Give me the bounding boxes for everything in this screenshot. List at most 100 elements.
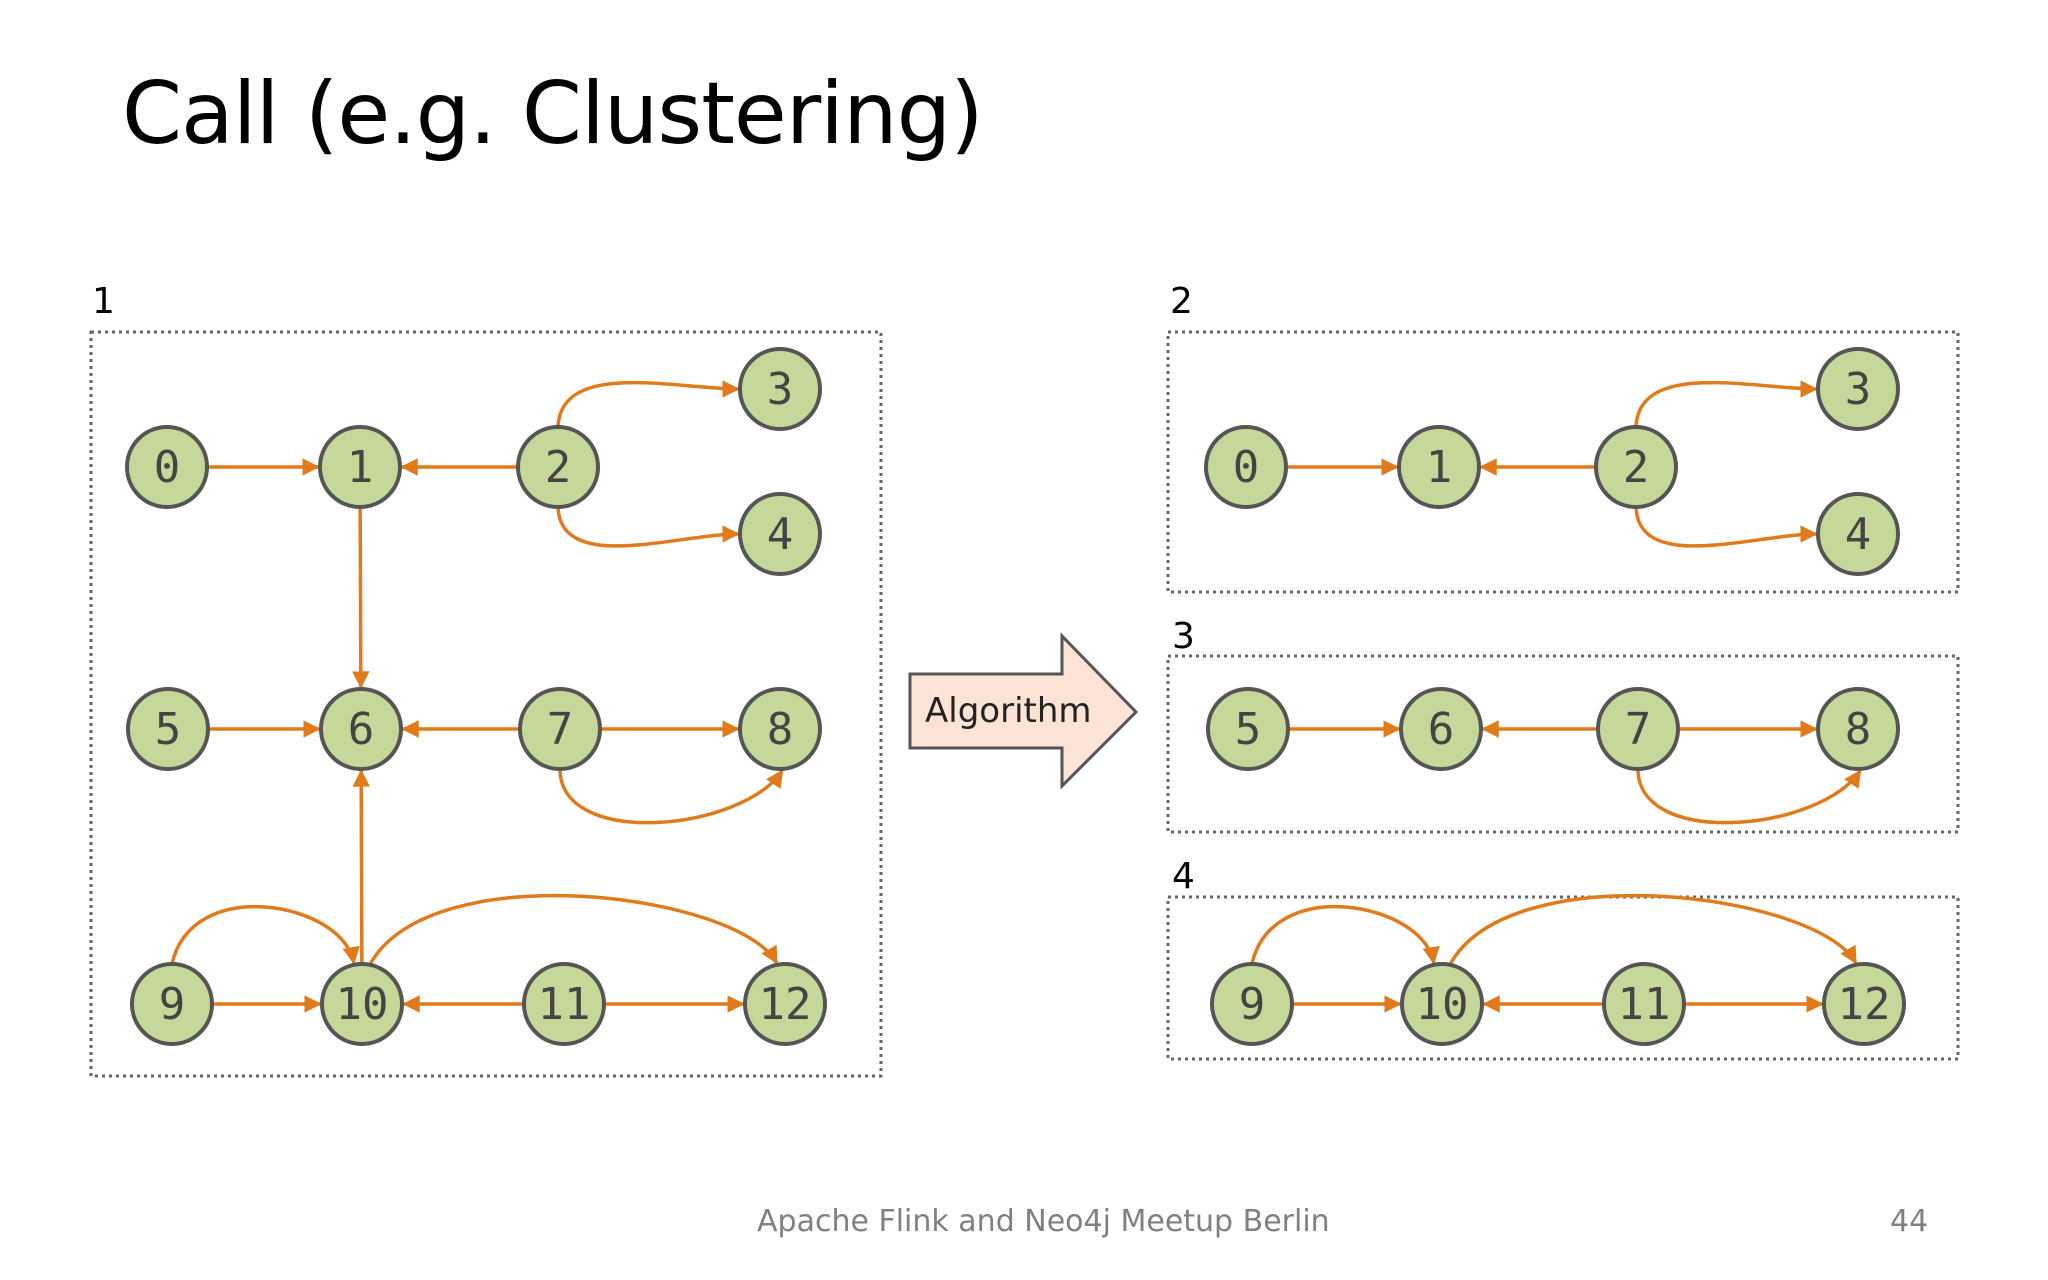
cluster-3-node-6: 6 (1399, 687, 1483, 771)
panel-2-box (1166, 330, 1960, 594)
input-edge-1-to-6 (352, 506, 370, 689)
cluster-4-node-10: 10 (1400, 962, 1484, 1046)
input-node-3-circle (738, 347, 822, 431)
cluster-4-node-10-label: 10 (1416, 979, 1469, 1030)
cluster-2-node-1-circle (1397, 425, 1481, 509)
input-node-9-circle (130, 962, 214, 1046)
input-node-4-label: 4 (767, 509, 794, 560)
input-node-5-label: 5 (155, 704, 182, 755)
cluster-4-node-12-label: 12 (1838, 979, 1891, 1030)
input-node-1-label: 1 (347, 442, 374, 493)
cluster-4-edge-9-to-10 (1250, 904, 1440, 965)
input-node-10: 10 (320, 962, 404, 1046)
input-node-8-circle (738, 687, 822, 771)
input-node-0: 0 (125, 425, 209, 509)
input-edge-2-to-3 (556, 380, 740, 430)
input-node-9: 9 (130, 962, 214, 1046)
page-number: 44 (1890, 1204, 1929, 1239)
input-edge-10-to-12 (368, 893, 779, 966)
input-node-12-circle (743, 962, 827, 1046)
footer-text: Apache Flink and Neo4j Meetup Berlin (757, 1204, 1330, 1239)
algorithm-arrow (908, 632, 1139, 790)
cluster-2-edge-2-to-3 (1634, 380, 1818, 430)
cluster-4-node-12-circle (1822, 962, 1906, 1046)
cluster-2-node-1: 1 (1397, 425, 1481, 509)
input-node-2-label: 2 (545, 442, 572, 493)
input-node-7: 7 (518, 687, 602, 771)
input-node-1-circle (318, 425, 402, 509)
input-node-12: 12 (743, 962, 827, 1046)
cluster-2-node-3-circle (1816, 347, 1900, 431)
cluster-3-node-7: 7 (1596, 687, 1680, 771)
cluster-4-node-9-circle (1210, 962, 1294, 1046)
cluster-4-node-9-label: 9 (1239, 979, 1266, 1030)
input-node-9-label: 9 (159, 979, 186, 1030)
cluster-2-node-0-circle (1204, 425, 1288, 509)
cluster-4-node-9: 9 (1210, 962, 1294, 1046)
cluster-4-node-10-circle (1400, 962, 1484, 1046)
input-node-5-circle (126, 687, 210, 771)
cluster-4-node-11-circle (1602, 962, 1686, 1046)
input-node-0-label: 0 (154, 442, 181, 493)
panel-3-label: 3 (1172, 616, 1195, 657)
input-node-7-circle (518, 687, 602, 771)
input-node-11: 11 (522, 962, 606, 1046)
algorithm-label: Algorithm (925, 691, 1092, 731)
input-node-6: 6 (319, 687, 403, 771)
cluster-2-node-3-label: 3 (1845, 364, 1872, 415)
input-edge-2-to-4 (556, 504, 740, 548)
cluster-2-node-4: 4 (1816, 492, 1900, 576)
panel-1-label: 1 (92, 281, 115, 322)
cluster-4-node-12: 12 (1822, 962, 1906, 1046)
panel-4-label: 4 (1172, 856, 1195, 897)
panel-4-box (1166, 895, 1960, 1061)
cluster-2-node-4-label: 4 (1845, 509, 1872, 560)
cluster-2-node-3: 3 (1816, 347, 1900, 431)
input-edge-9-to-10 (170, 904, 360, 965)
input-node-8-label: 8 (767, 704, 794, 755)
panel-2-label: 2 (1170, 281, 1193, 322)
cluster-3-node-5-label: 5 (1235, 704, 1262, 755)
input-node-5: 5 (126, 687, 210, 771)
cluster-2-node-4-circle (1816, 492, 1900, 576)
cluster-2-node-1-label: 1 (1426, 442, 1453, 493)
cluster-2-node-2: 2 (1594, 425, 1678, 509)
cluster-3-node-6-circle (1399, 687, 1483, 771)
input-node-2-circle (516, 425, 600, 509)
cluster-3-node-8-circle (1816, 687, 1900, 771)
input-node-7-label: 7 (547, 704, 574, 755)
input-node-11-circle (522, 962, 606, 1046)
panel-3-box (1166, 654, 1960, 834)
input-node-4: 4 (738, 492, 822, 576)
panel-1-box (89, 330, 883, 1078)
slide-title: Call (e.g. Clustering) (122, 64, 984, 164)
cluster-4-node-11-label: 11 (1618, 979, 1671, 1030)
input-node-10-circle (320, 962, 404, 1046)
input-node-10-label: 10 (336, 979, 389, 1030)
edges-layer (170, 380, 1862, 1013)
cluster-2-edge-2-to-4 (1634, 504, 1818, 548)
input-node-6-circle (319, 687, 403, 771)
cluster-2-node-0-label: 0 (1233, 442, 1260, 493)
input-node-4-circle (738, 492, 822, 576)
cluster-3-node-6-label: 6 (1428, 704, 1455, 755)
input-node-2: 2 (516, 425, 600, 509)
input-node-0-circle (125, 425, 209, 509)
input-node-1: 1 (318, 425, 402, 509)
cluster-3-node-8-label: 8 (1845, 704, 1872, 755)
input-node-3-label: 3 (767, 364, 794, 415)
cluster-2-node-2-circle (1594, 425, 1678, 509)
cluster-4-edge-10-to-12 (1448, 893, 1858, 966)
input-node-8: 8 (738, 687, 822, 771)
cluster-4-node-11: 11 (1602, 962, 1686, 1046)
input-edge-7-to-8 (558, 768, 784, 825)
cluster-3-node-8: 8 (1816, 687, 1900, 771)
cluster-3-edge-7-to-8 (1636, 768, 1862, 825)
cluster-3-node-5-circle (1206, 687, 1290, 771)
input-node-3: 3 (738, 347, 822, 431)
input-edge-10-to-6 (352, 769, 370, 965)
cluster-2-node-2-label: 2 (1623, 442, 1650, 493)
cluster-2-node-0: 0 (1204, 425, 1288, 509)
